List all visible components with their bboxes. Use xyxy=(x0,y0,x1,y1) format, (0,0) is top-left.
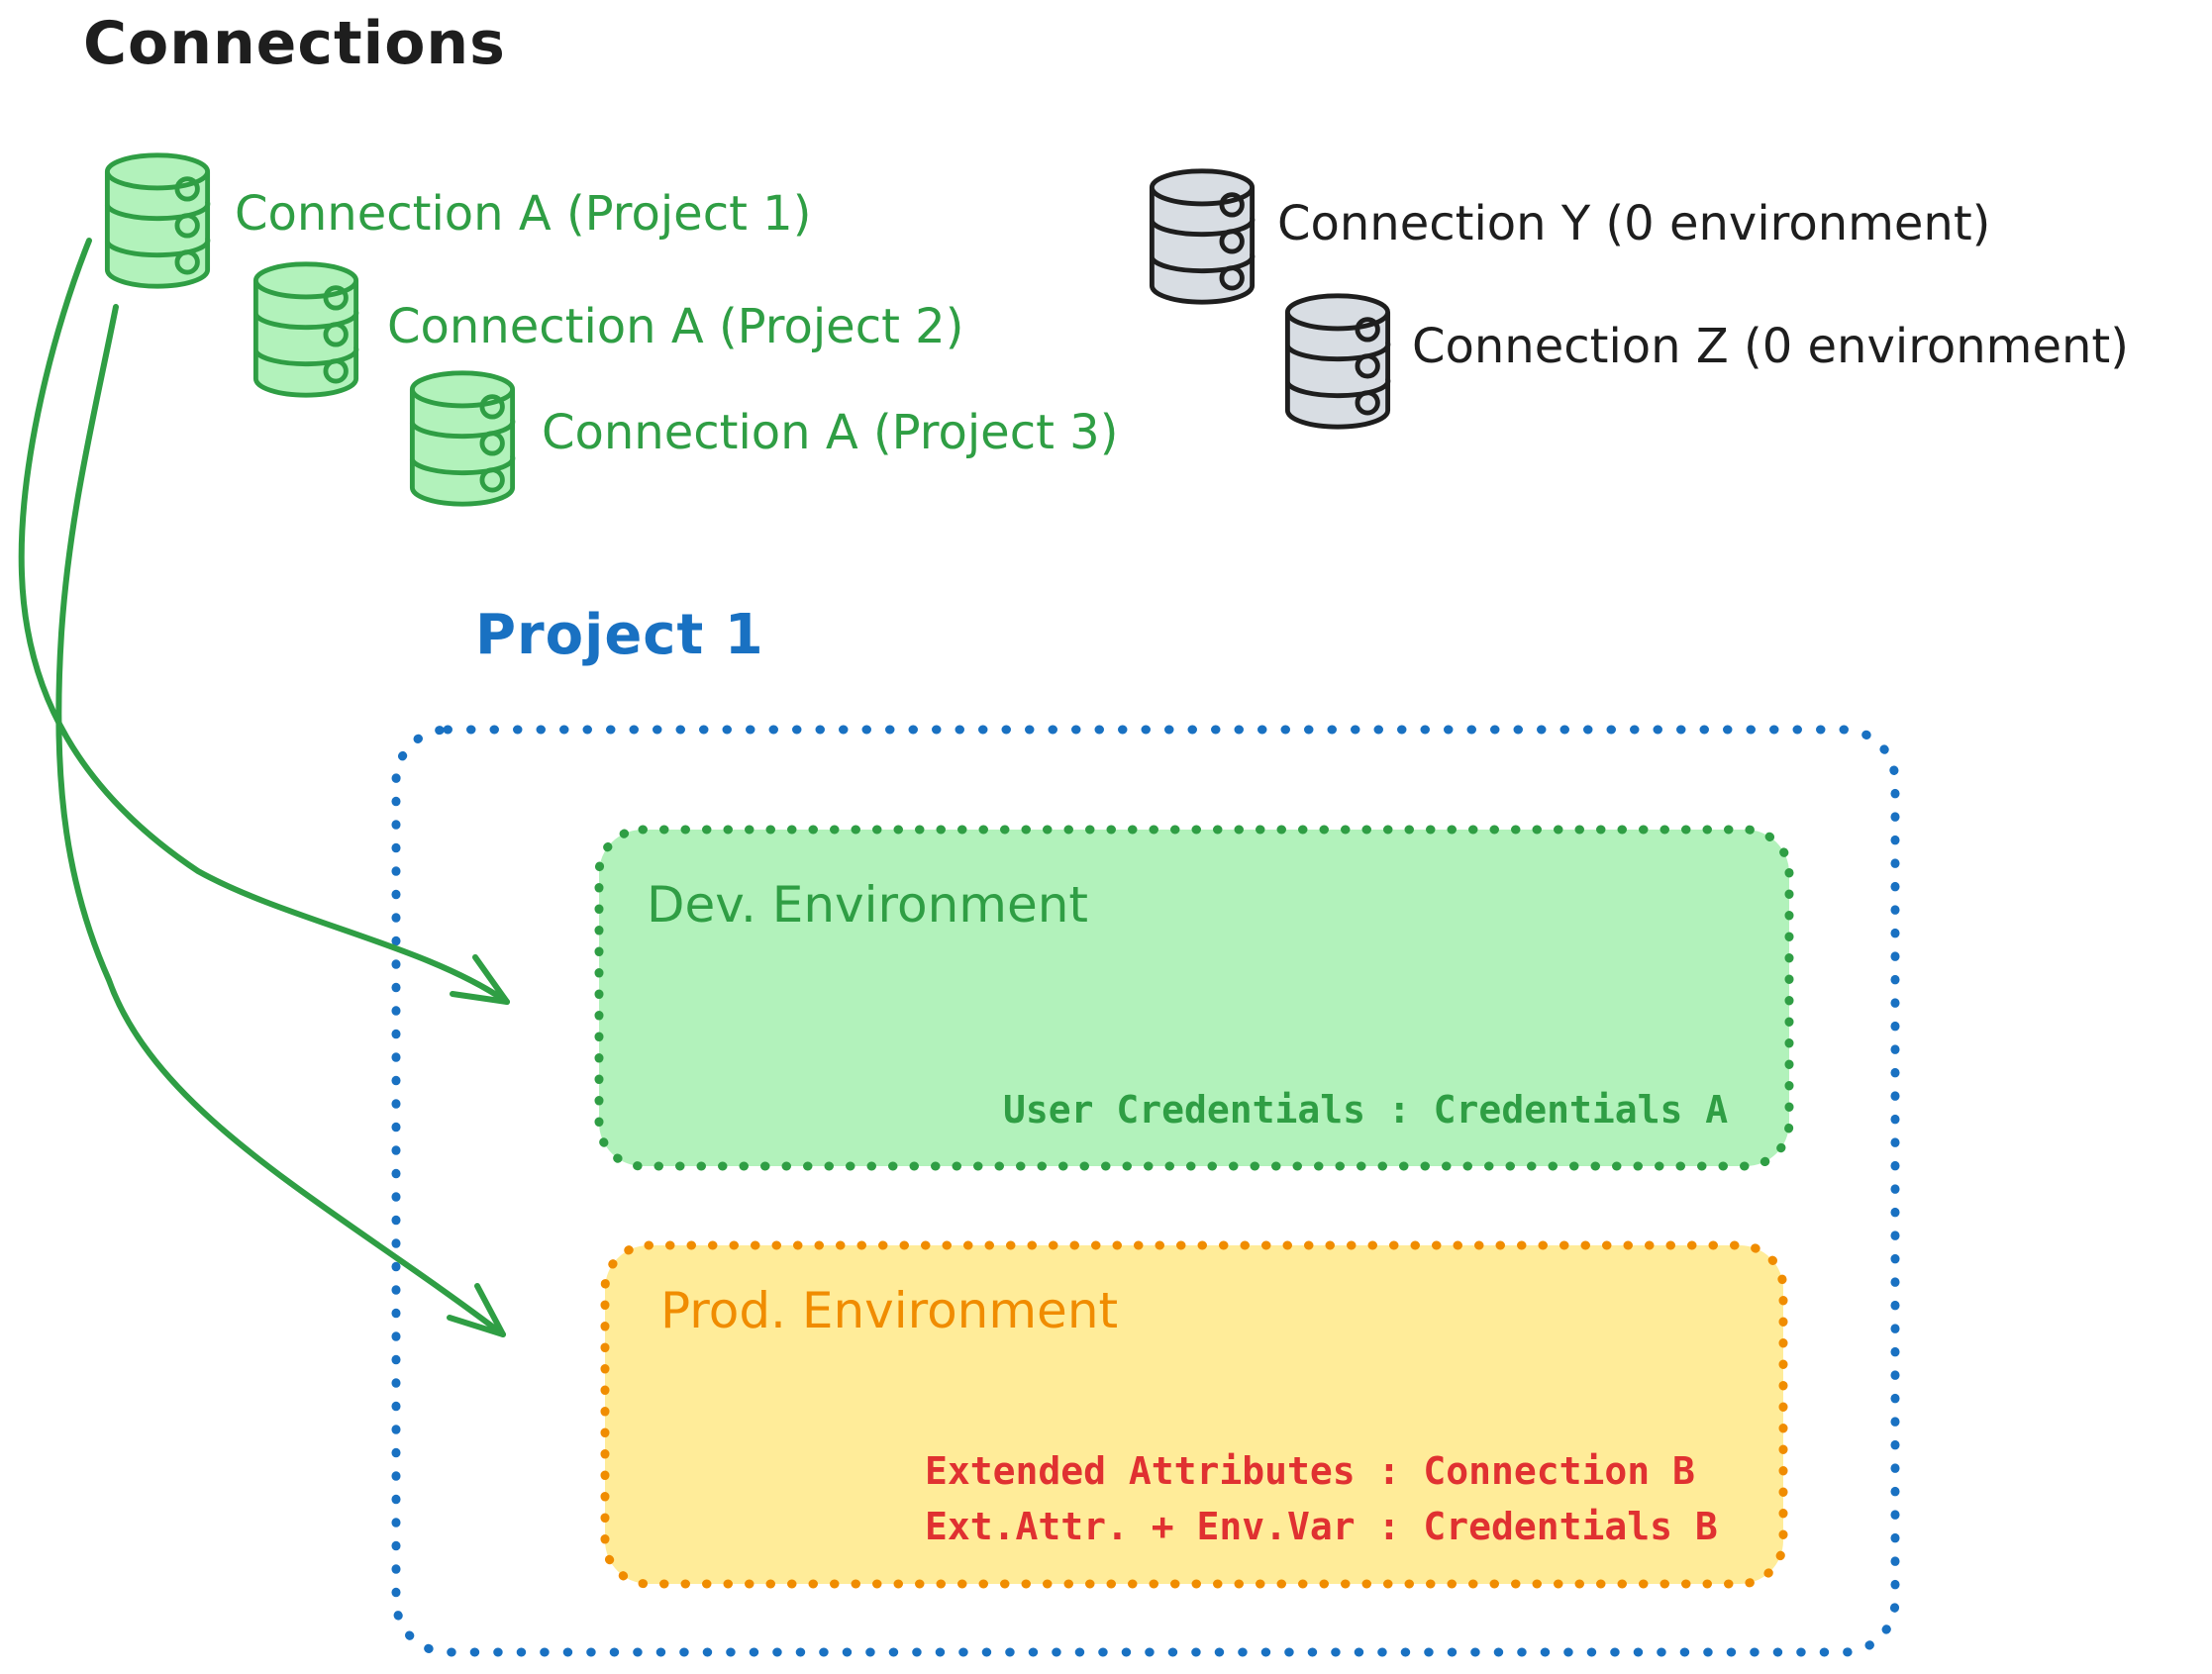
dev-credentials-line: User Credentials : Credentials A xyxy=(1003,1088,1729,1132)
prod-ext-attr-env-var-line: Ext.Attr. + Env.Var : Credentials B xyxy=(925,1505,1718,1548)
project-box xyxy=(391,725,1900,1657)
database-icon xyxy=(248,257,364,402)
connection-a-project-3-label: Connection A (Project 3) xyxy=(542,405,1119,460)
project-title: Project 1 xyxy=(475,603,764,667)
prod-credentials-block: Extended Attributes : Connection B Ext.A… xyxy=(925,1443,1718,1554)
arrow-to-prod-environment xyxy=(55,304,506,1337)
page-title: Connections xyxy=(83,9,506,78)
prod-environment-title: Prod. Environment xyxy=(660,1282,1119,1339)
dev-environment-box xyxy=(594,825,1794,1171)
connection-z-label: Connection Z (0 environment) xyxy=(1412,319,2129,374)
prod-environment-box xyxy=(600,1240,1788,1589)
connection-a-project-1-label: Connection A (Project 1) xyxy=(235,186,812,242)
arrow-to-dev-environment xyxy=(18,238,510,1005)
connection-a-project-2-label: Connection A (Project 2) xyxy=(387,299,964,354)
database-icon xyxy=(404,366,521,511)
dev-environment-title: Dev. Environment xyxy=(647,876,1089,934)
database-icon xyxy=(99,148,216,293)
database-icon xyxy=(1279,289,1396,434)
connection-y-label: Connection Y (0 environment) xyxy=(1277,196,1991,251)
prod-extended-attributes-line: Extended Attributes : Connection B xyxy=(925,1449,1695,1493)
database-icon xyxy=(1144,164,1260,309)
